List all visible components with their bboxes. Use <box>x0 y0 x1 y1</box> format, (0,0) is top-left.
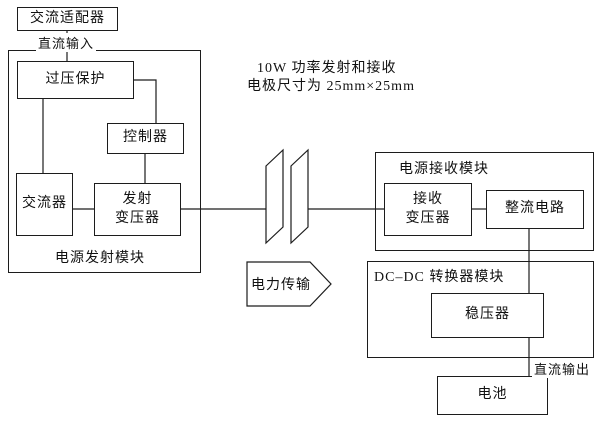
dc-input-label: 直流输入 <box>36 33 97 52</box>
rx-module-label: 电源接收模块 <box>399 162 489 177</box>
rx-transformer-line2: 变压器 <box>405 210 451 226</box>
dcdc-module-label: DC–DC 转换器模块 <box>374 270 505 285</box>
tx-module-label: 电源发射模块 <box>55 251 145 266</box>
rx-transformer-line1: 接收 <box>413 192 443 208</box>
power-transfer-arrow-icon <box>246 261 332 307</box>
coupling-plate-right-icon <box>290 148 309 245</box>
rx-transformer-box: 接收 变压器 <box>384 183 472 236</box>
coupling-plate-left-icon <box>265 148 284 245</box>
ac-adapter-box: 交流适配器 <box>17 7 118 31</box>
wire-overvoltage-to-controller <box>134 79 157 123</box>
overvoltage-protection-box: 过压保护 <box>17 61 134 99</box>
dc-output-label: 直流输出 <box>532 359 593 378</box>
annotation-line2: 电极尺寸为 25mm×25mm <box>247 79 415 94</box>
battery-box: 电池 <box>437 376 548 415</box>
tx-transformer-box: 发射 变压器 <box>94 183 181 236</box>
tx-module-box <box>8 50 201 273</box>
rectifier-box: 整流电路 <box>486 190 584 229</box>
inverter-box: 交流器 <box>16 173 73 236</box>
regulator-box: 稳压器 <box>431 293 544 338</box>
tx-transformer-line2: 变压器 <box>115 210 160 226</box>
rx-module-box <box>375 152 594 251</box>
power-transfer-label: 电力传输 <box>251 278 311 293</box>
controller-box: 控制器 <box>107 123 184 154</box>
tx-transformer-line1: 发射 <box>122 192 153 208</box>
dcdc-module-box <box>367 261 594 358</box>
annotation-line1: 10W 功率发射和接收 <box>257 61 397 76</box>
